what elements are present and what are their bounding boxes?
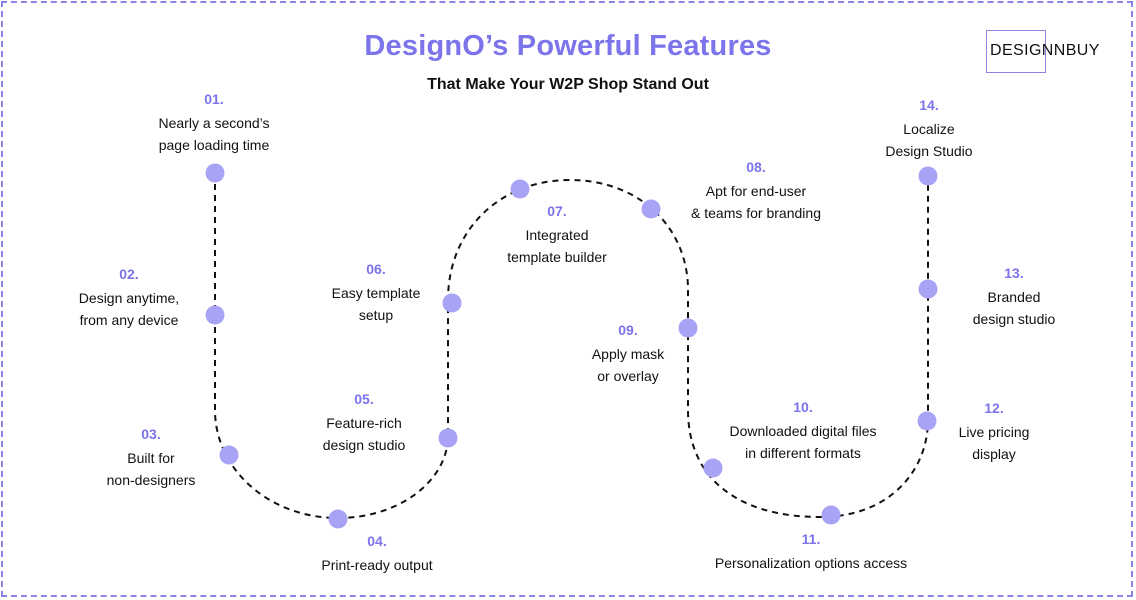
feature-dot-14 — [918, 166, 938, 186]
feature-text: design studio — [322, 437, 406, 453]
feature-text: in different formats — [745, 445, 861, 461]
feature-dot-06 — [442, 293, 462, 313]
feature-text: Design anytime, — [78, 290, 180, 306]
feature-text: display — [972, 446, 1016, 462]
logo: DESIGNNBUY — [990, 42, 1100, 59]
feature-dot-05 — [438, 428, 458, 448]
feature-text: & teams for branding — [691, 205, 821, 221]
feature-text: Apply mask — [591, 346, 665, 362]
feature-number: 13. — [1004, 265, 1024, 281]
feature-dot-02 — [205, 305, 225, 325]
feature-dot-12 — [917, 411, 937, 431]
feature-number: 11. — [801, 531, 821, 547]
feature-label-08: 08. Apt for end-user & teams for branding — [691, 158, 821, 224]
feature-number: 14. — [919, 97, 939, 113]
feature-label-09: 09. Apply mask or overlay — [592, 321, 664, 387]
feature-text: Personalization options access — [714, 555, 908, 571]
feature-dot-13 — [918, 279, 938, 299]
feature-text: Branded — [987, 289, 1041, 305]
page-subtitle: That Make Your W2P Shop Stand Out — [427, 76, 709, 93]
feature-dot-09 — [678, 318, 698, 338]
feature-text: Built for — [127, 450, 175, 466]
feature-text: non-designers — [106, 472, 196, 488]
feature-text: Integrated — [525, 227, 589, 243]
feature-dot-08 — [641, 199, 661, 219]
page-title: DesignO’s Powerful Features — [364, 30, 772, 62]
feature-text: Design Studio — [885, 143, 973, 159]
feature-text: Localize — [903, 121, 955, 137]
feature-label-03: 03. Built for non-designers — [107, 425, 196, 491]
feature-number: 07. — [547, 203, 567, 219]
feature-dot-10 — [703, 458, 723, 478]
feature-number: 01. — [204, 91, 224, 107]
feature-label-13: 13. Branded design studio — [973, 264, 1056, 330]
feature-label-07: 07. Integrated template builder — [507, 202, 607, 268]
feature-text: page loading time — [158, 137, 270, 153]
feature-text: Feature-rich — [326, 415, 402, 431]
feature-dot-11 — [821, 505, 841, 525]
feature-number: 05. — [354, 391, 374, 407]
feature-text: design studio — [972, 311, 1056, 327]
feature-dot-01 — [205, 163, 225, 183]
feature-text: Nearly a second’s — [158, 115, 270, 131]
feature-text: Easy template — [331, 285, 421, 301]
feature-text: or overlay — [597, 368, 659, 384]
feature-text: setup — [358, 307, 394, 323]
feature-dot-04 — [328, 509, 348, 529]
feature-number: 12. — [984, 400, 1004, 416]
feature-number: 08. — [746, 159, 766, 175]
feature-label-02: 02. Design anytime, from any device — [79, 265, 179, 331]
feature-label-06: 06. Easy template setup — [332, 260, 421, 326]
feature-label-04: 04. Print-ready output — [321, 532, 432, 576]
feature-dots — [205, 163, 938, 529]
feature-number: 10. — [793, 399, 813, 415]
feature-number: 04. — [367, 533, 387, 549]
feature-number: 09. — [618, 322, 638, 338]
feature-text: Apt for end-user — [705, 183, 807, 199]
feature-dot-07 — [510, 179, 530, 199]
feature-label-11: 11. Personalization options access — [715, 530, 907, 574]
feature-label-10: 10. Downloaded digital files in different … — [729, 398, 876, 464]
feature-label-12: 12. Live pricing display — [959, 399, 1030, 465]
feature-number: 03. — [141, 426, 161, 442]
feature-label-05: 05. Feature-rich design studio — [323, 390, 406, 456]
feature-text: from any device — [79, 312, 179, 328]
feature-text: template builder — [507, 249, 607, 265]
feature-number: 06. — [366, 261, 386, 277]
logo-box — [986, 30, 1046, 73]
feature-text: Live pricing — [958, 424, 1030, 440]
feature-text: Downloaded digital files — [729, 423, 877, 439]
feature-number: 02. — [119, 266, 139, 282]
feature-text: Print-ready output — [321, 557, 433, 573]
feature-dot-03 — [219, 445, 239, 465]
feature-label-01: 01. Nearly a second’s page loading time — [158, 90, 269, 156]
